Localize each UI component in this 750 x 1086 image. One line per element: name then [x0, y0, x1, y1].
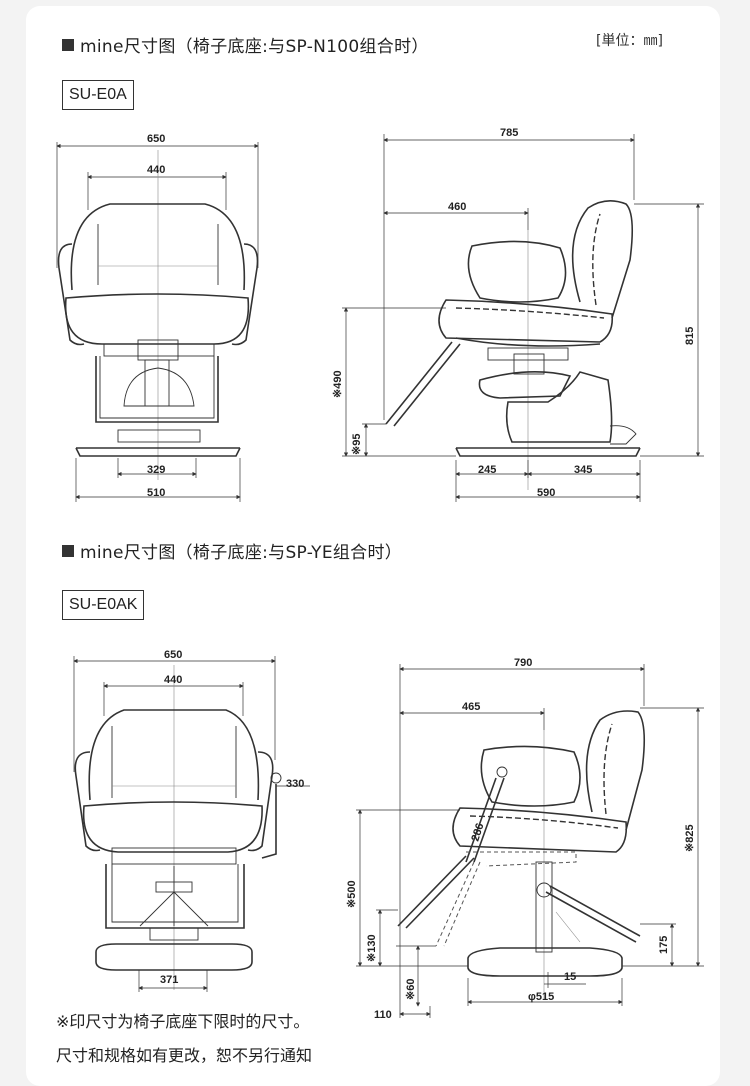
side-view-2: 790 465 15 φ515 110 286 ※825 175 ※500 ※1… [346, 657, 704, 1021]
section-title-text: mine尺寸图（椅子底座:与SP-YE组合时） [80, 543, 403, 563]
dim-label: ※130 [366, 934, 378, 962]
section-title-text: mine尺寸图（椅子底座:与SP-N100组合时） [80, 37, 429, 57]
dim-label: 790 [514, 657, 532, 669]
dim-label: φ515 [528, 991, 554, 1003]
dim-label: 590 [537, 487, 555, 499]
dim-label: 175 [658, 936, 670, 954]
model-box-2: SU-E0AK [62, 590, 145, 620]
dim-label: 345 [574, 464, 592, 476]
content-card [26, 6, 720, 1086]
side-view-1: 785 460 245 345 590 815 ※490 ※95 [332, 127, 704, 502]
dim-label: ※500 [346, 880, 358, 908]
dim-label: 110 [374, 1009, 392, 1021]
dim-label: 245 [478, 464, 496, 476]
dim-label: 815 [684, 327, 696, 345]
dim-label: 15 [564, 971, 576, 983]
dim-label: ※825 [684, 824, 696, 852]
model-box-1: SU-E0A [62, 80, 134, 110]
dim-label: 785 [500, 127, 518, 139]
unit-label: [単位：㎜] [596, 33, 663, 49]
dim-label: 650 [164, 649, 182, 661]
dim-label: 371 [160, 974, 178, 986]
square-bullet-icon [62, 38, 74, 51]
square-bullet-icon [62, 544, 74, 557]
front-view-2: 650 440 330 371 [73, 649, 310, 992]
dim-label: 330 [286, 778, 304, 790]
dim-label: ※490 [332, 370, 344, 398]
front-view-1: 650 440 329 510 [56, 133, 259, 502]
dim-label: ※60 [405, 979, 417, 1000]
dim-label: 440 [147, 164, 165, 176]
dim-label: 510 [147, 487, 165, 499]
note-line-2: 尺寸和规格如有更改，恕不另行通知 [56, 1046, 313, 1065]
dim-label: ※95 [351, 434, 363, 455]
section-title-2: mine尺寸图（椅子底座:与SP-YE组合时） [62, 538, 402, 563]
dim-label: 329 [147, 464, 165, 476]
section-title-1: mine尺寸图（椅子底座:与SP-N100组合时） [62, 32, 429, 57]
dim-label: 286 [469, 822, 486, 843]
dim-label: 440 [164, 674, 182, 686]
dim-label: 460 [448, 201, 466, 213]
note-line-1: ※印尺寸为椅子底座下限时的尺寸。 [56, 1012, 310, 1031]
dim-label: 650 [147, 133, 165, 145]
dim-label: 465 [462, 701, 480, 713]
